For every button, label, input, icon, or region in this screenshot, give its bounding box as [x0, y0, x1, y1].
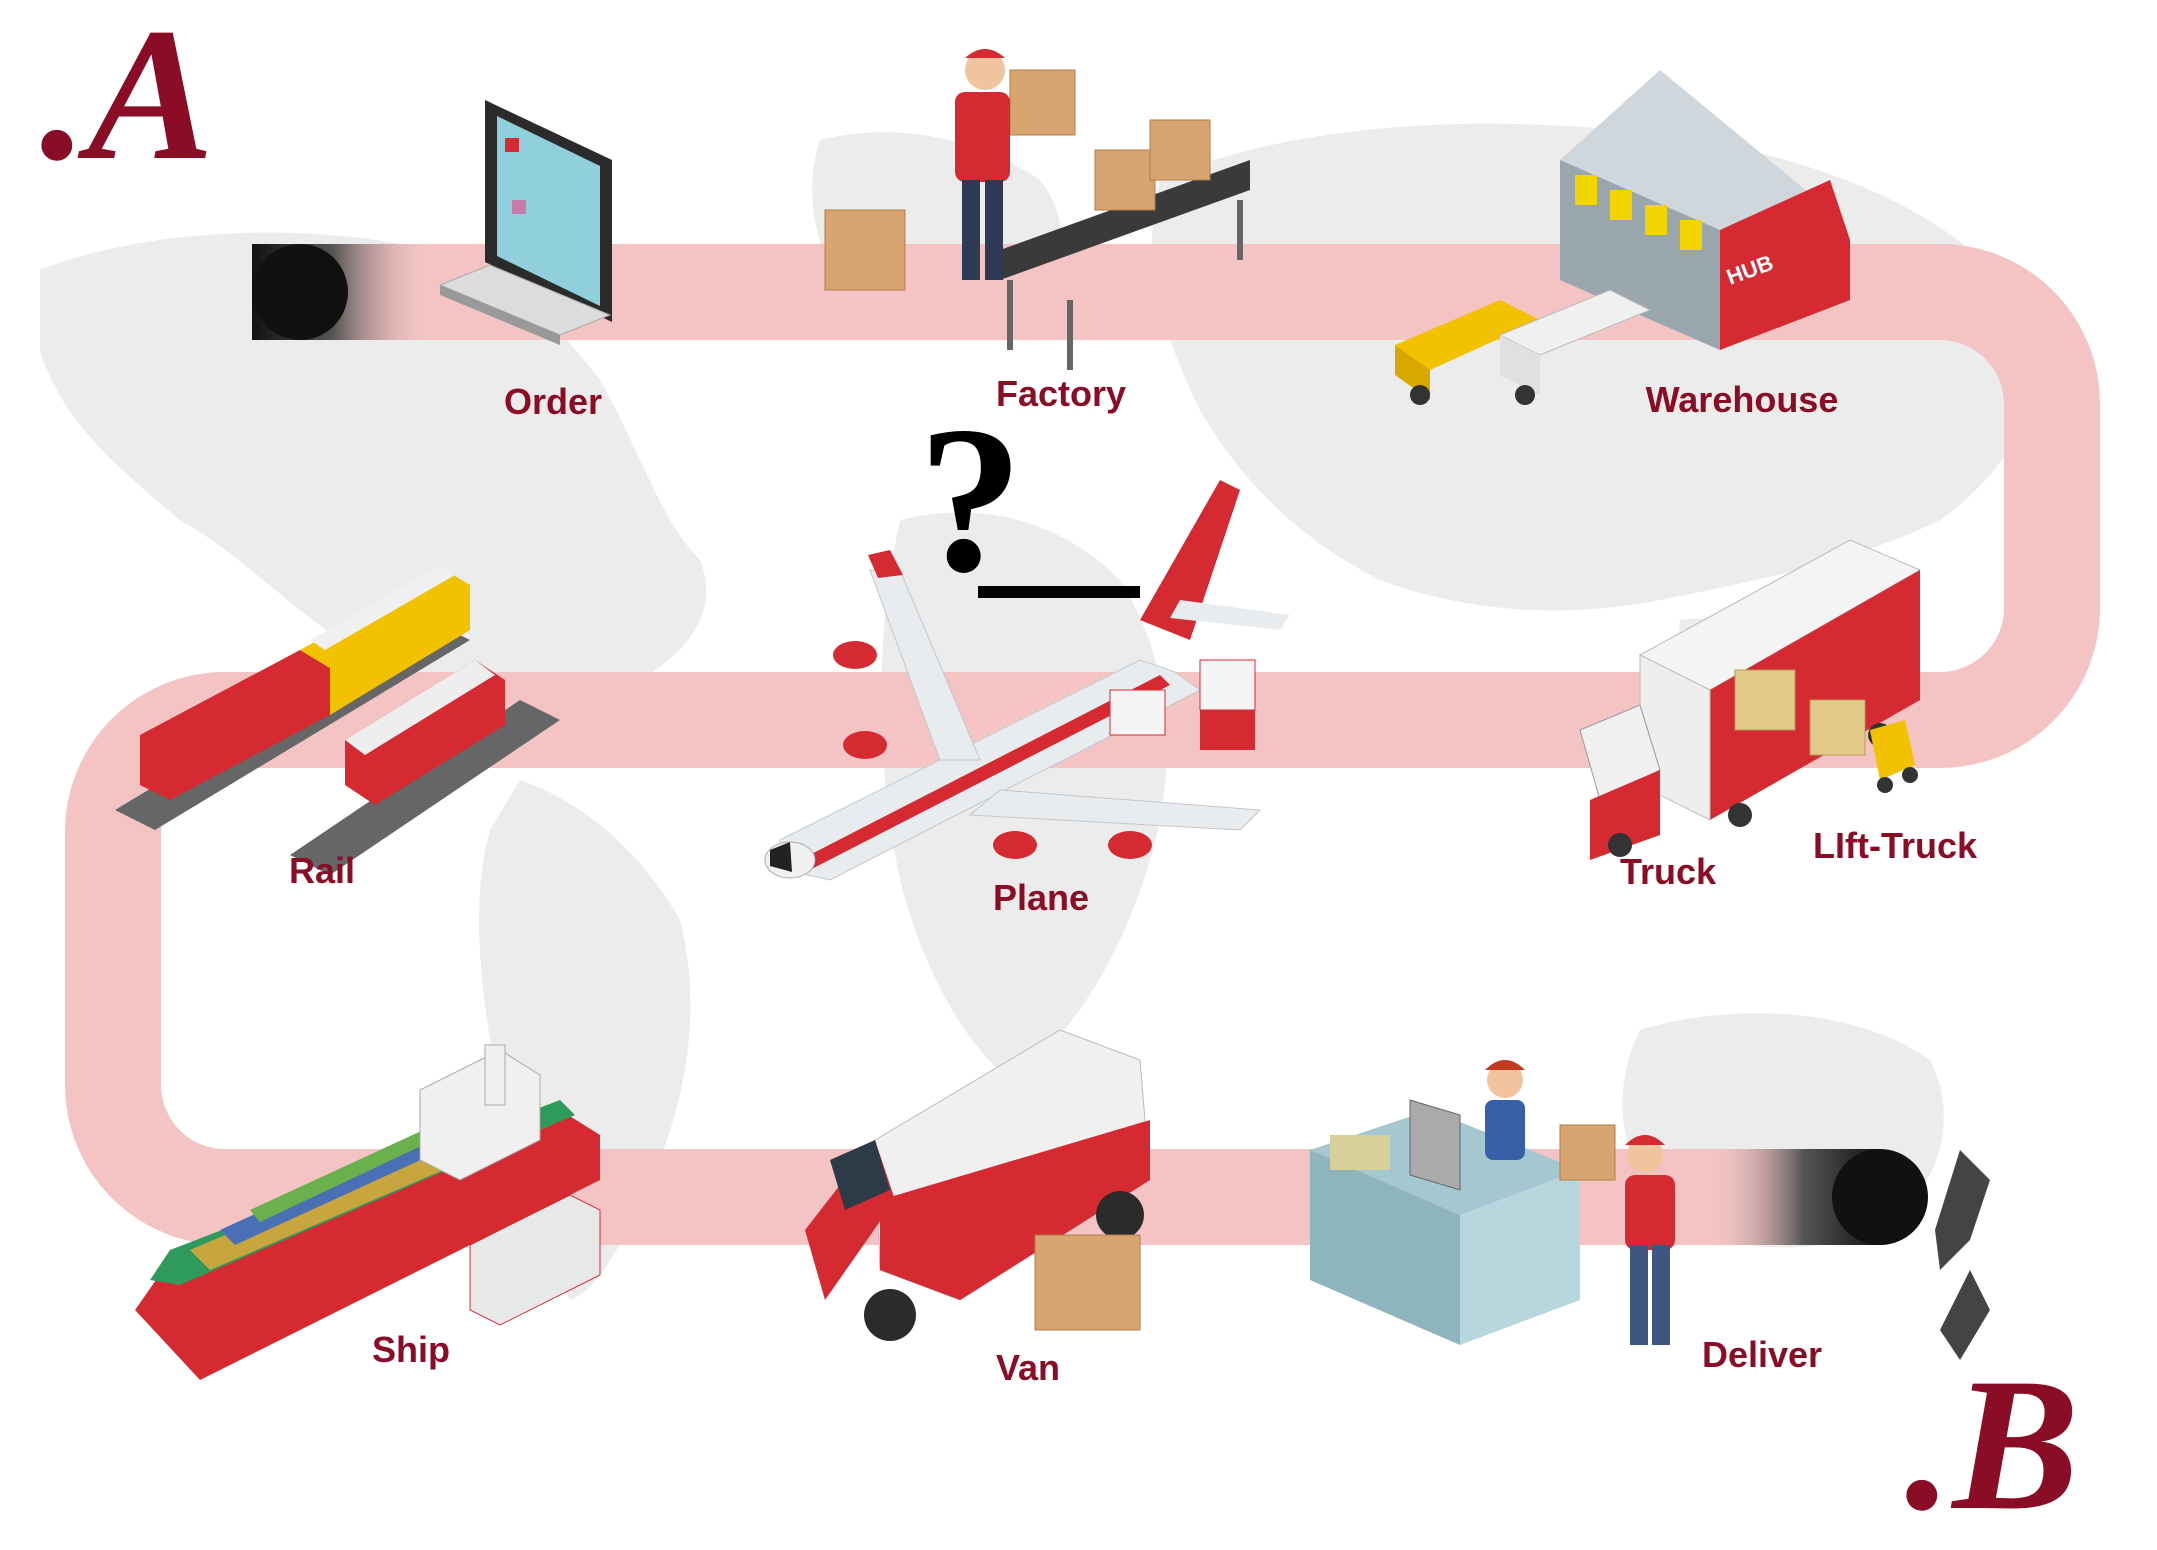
delivery-desk-icon: [1310, 1060, 1675, 1345]
start-point-marker: .A: [40, 0, 215, 200]
step-label-factory: Factory: [995, 373, 1127, 414]
step-label-deliver: Deliver: [1701, 1334, 1823, 1375]
factory-worker-icon: [824, 49, 1250, 370]
step-label-warehouse: Warehouse: [1645, 379, 1839, 420]
route-end-cap-round: [1832, 1149, 1928, 1245]
warehouse-icon: HUB: [1395, 70, 1850, 405]
train-icon: [115, 565, 560, 875]
computer-icon: [438, 100, 612, 345]
forklift-icon: [1809, 699, 1918, 793]
truck-icon: [1579, 539, 1922, 860]
container-ship-icon: [135, 1044, 601, 1380]
step-label-van: Van: [995, 1347, 1061, 1388]
step-label-ship: Ship: [372, 1329, 450, 1370]
step-label-rail: Rail: [288, 850, 356, 891]
route-start-cap-round: [252, 244, 348, 340]
step-label-lift-truck: LIft-Truck: [1812, 825, 1978, 866]
step-label-truck: Truck: [1619, 851, 1717, 892]
step-label-order: Order: [503, 381, 603, 422]
airplane-icon: [764, 480, 1290, 881]
van-icon: [805, 1029, 1151, 1341]
missing-step-mark: ?: [918, 384, 1023, 616]
missing-step-blank: [978, 586, 1140, 598]
step-label-plane: Plane: [992, 877, 1090, 918]
end-point-marker: .B: [1905, 1340, 2080, 1550]
